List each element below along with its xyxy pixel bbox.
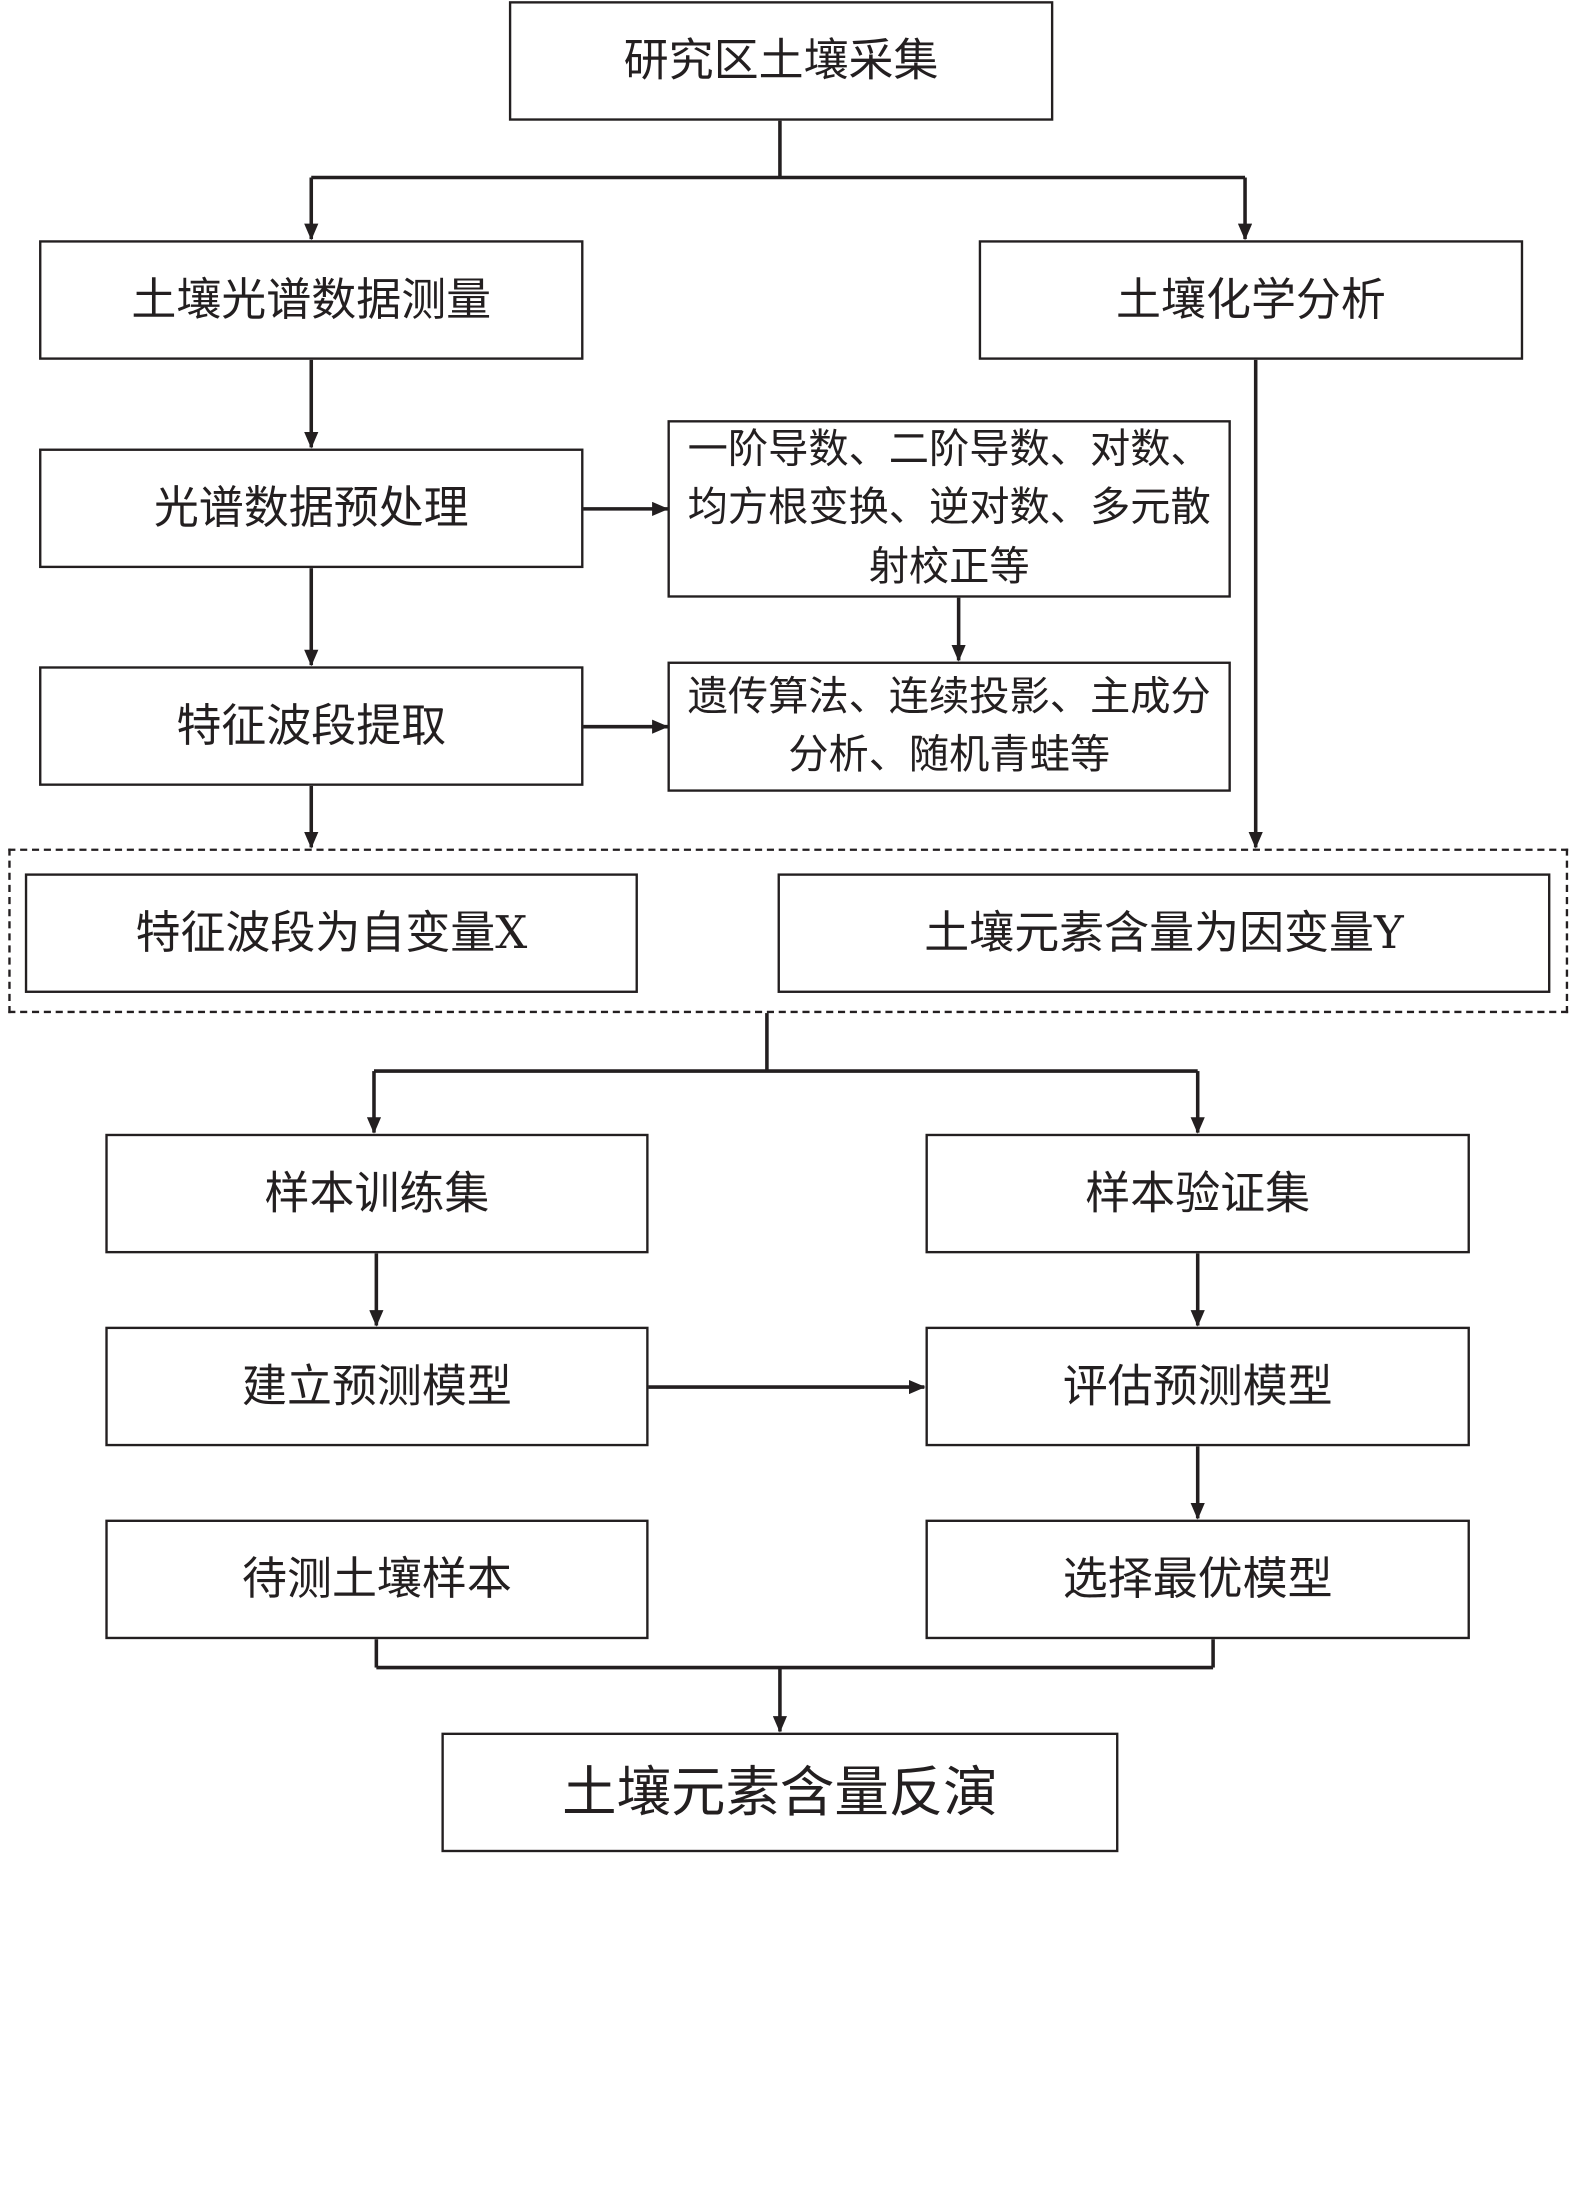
node-dependent-variable: 土壤元素含量为因变量Y <box>777 873 1551 993</box>
node-chemical-analysis: 土壤化学分析 <box>978 240 1524 360</box>
node-extraction-methods: 遗传算法、连续投影、主成分分析、随机青蛙等 <box>667 661 1231 792</box>
node-independent-variable: 特征波段为自变量X <box>24 873 638 993</box>
connector-layer <box>304 119 1263 1733</box>
node-evaluate-model: 评估预测模型 <box>925 1326 1470 1447</box>
node-preprocessing-methods: 一阶导数、二阶导数、对数、均方根变换、逆对数、多元散射校正等 <box>667 420 1231 598</box>
node-soil-collection: 研究区土壤采集 <box>508 1 1054 121</box>
variables-group <box>8 848 1569 1014</box>
node-spectral-preprocessing: 光谱数据预处理 <box>39 448 584 569</box>
node-training-set: 样本训练集 <box>105 1133 649 1254</box>
node-test-samples: 待测土壤样本 <box>105 1519 649 1640</box>
node-validation-set: 样本验证集 <box>925 1133 1470 1254</box>
node-spectral-measurement: 土壤光谱数据测量 <box>39 240 584 360</box>
node-feature-band-extraction: 特征波段提取 <box>39 666 584 786</box>
node-build-model: 建立预测模型 <box>105 1326 649 1447</box>
node-inversion: 土壤元素含量反演 <box>441 1732 1119 1853</box>
node-select-best-model: 选择最优模型 <box>925 1519 1470 1640</box>
